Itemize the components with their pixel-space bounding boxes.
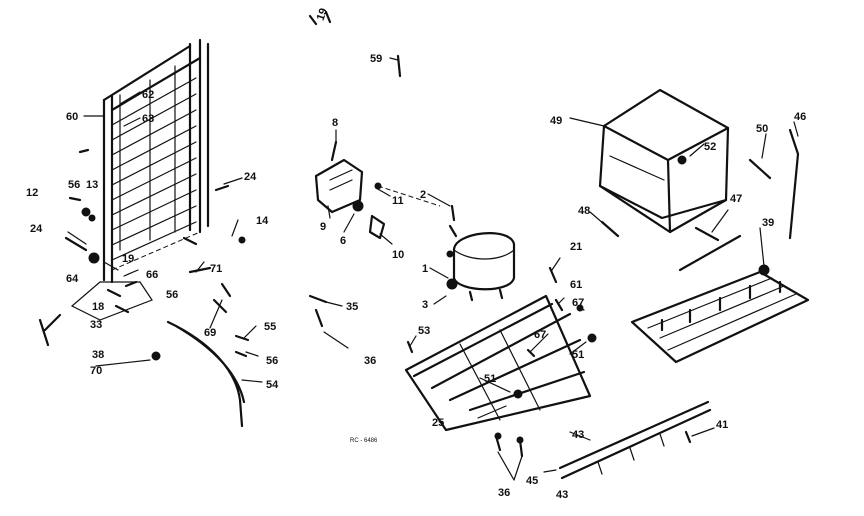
callout-53: 53 [418, 325, 430, 337]
defrost-heater [558, 400, 712, 480]
cabinet-frame [102, 38, 210, 284]
base-pan [404, 294, 592, 432]
callout-60: 60 [66, 111, 78, 123]
callout-2: 2 [420, 189, 426, 201]
callout-43-b: 43 [556, 489, 568, 501]
callout-66: 66 [146, 269, 158, 281]
callout-70: 70 [90, 365, 102, 377]
callout-54: 54 [266, 379, 279, 391]
callout-33: 33 [90, 319, 102, 331]
callout-14: 14 [256, 215, 269, 227]
callout-49: 49 [550, 115, 562, 127]
callout-45-a: 45 [526, 475, 538, 487]
center-hardware [308, 10, 597, 358]
compressor [446, 204, 516, 302]
evaporator-cover [598, 88, 730, 234]
callout-51-a: 51 [572, 349, 584, 361]
callout-1: 1 [422, 263, 428, 275]
callout-25: 25 [432, 417, 444, 429]
callout-top: 19 [315, 7, 330, 23]
callout-12: 12 [26, 187, 38, 199]
mounting-studs [494, 432, 524, 481]
callout-59: 59 [370, 53, 382, 65]
callout-13: 13 [86, 179, 98, 191]
right-hardware [600, 128, 800, 272]
callout-11: 11 [392, 195, 404, 207]
callout-64: 64 [66, 273, 79, 285]
callout-41: 41 [716, 419, 728, 431]
callout-38: 38 [92, 349, 104, 361]
callout-24-a: 24 [244, 171, 257, 183]
evaporator-coil [630, 264, 810, 364]
callout-46: 46 [794, 111, 806, 123]
callout-55: 55 [264, 321, 276, 333]
callout-67-a: 67 [572, 297, 584, 309]
callout-71: 71 [210, 263, 222, 275]
callout-19: 19 [122, 253, 134, 265]
callout-8: 8 [332, 117, 338, 129]
callout-36-a: 36 [364, 355, 376, 367]
callout-35: 35 [346, 301, 358, 313]
callout-51-b: 51 [484, 373, 496, 385]
callout-56-a: 56 [68, 179, 80, 191]
callout-47: 47 [730, 193, 742, 205]
callout-36-b: 36 [498, 487, 510, 499]
drain-tube [151, 320, 250, 428]
callout-50: 50 [756, 123, 768, 135]
leader-lines [67, 57, 799, 473]
callout-24-b: 24 [30, 223, 43, 235]
callout-9: 9 [320, 221, 326, 233]
callout-6: 6 [340, 235, 346, 247]
callout-43-a: 43 [572, 429, 584, 441]
callouts: 19 59 60 62 63 12 56 13 24 24 14 64 19 6… [26, 7, 806, 501]
callout-62: 62 [142, 89, 154, 101]
callout-61: 61 [570, 279, 582, 291]
callout-67-b: 67 [534, 329, 546, 341]
callout-56-c: 56 [266, 355, 278, 367]
fan-motor-assembly [314, 140, 441, 240]
callout-39: 39 [762, 217, 774, 229]
callout-21: 21 [570, 241, 582, 253]
callout-52: 52 [704, 141, 716, 153]
callout-3: 3 [422, 299, 428, 311]
callout-63: 63 [142, 113, 154, 125]
callout-10: 10 [392, 249, 404, 261]
callout-56-b: 56 [166, 289, 178, 301]
callout-69: 69 [204, 327, 216, 339]
diagram-code: RC - 6486 [350, 438, 378, 444]
callout-48: 48 [578, 205, 590, 217]
callout-18: 18 [92, 301, 104, 313]
